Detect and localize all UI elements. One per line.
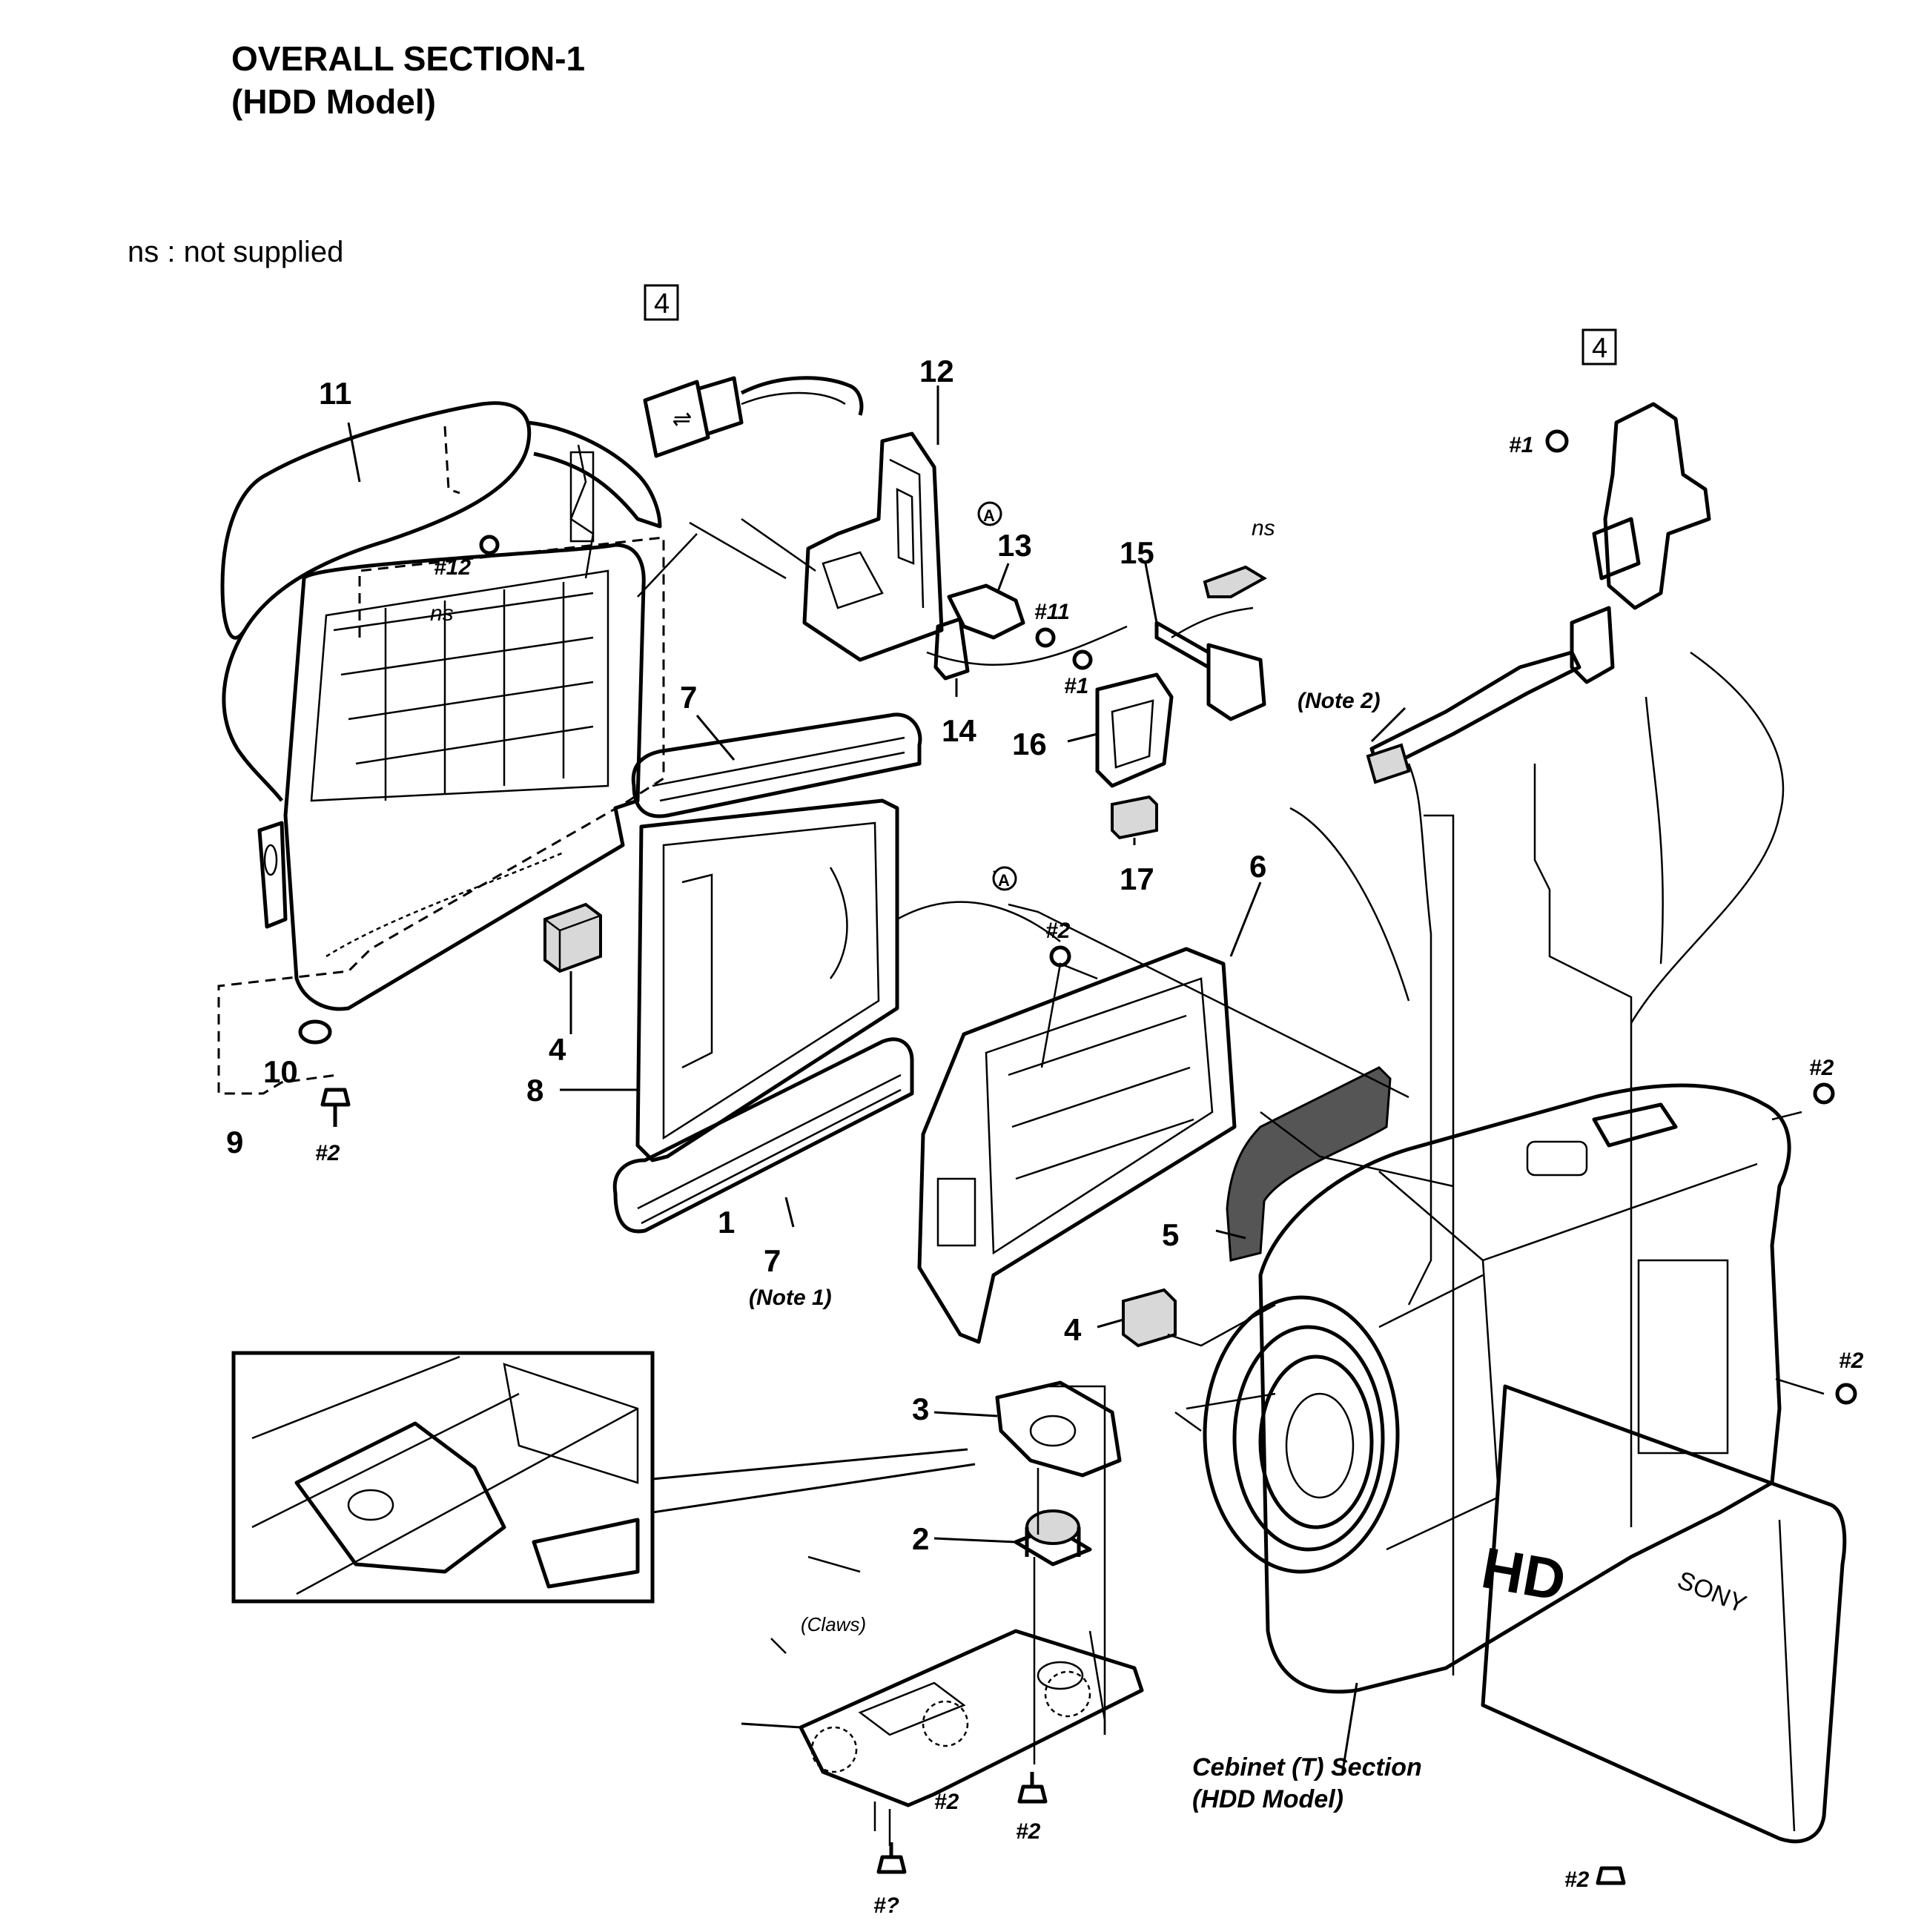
callout-3: 3 — [912, 1392, 929, 1426]
inset-leader-bottom — [652, 1463, 976, 1514]
screw-label-1-mid: #1 — [1064, 674, 1088, 698]
screw-2-inner — [1049, 945, 1071, 967]
screw-label-2-board: #2 — [1016, 1819, 1041, 1844]
screw-label-2-top-right: #2 — [1809, 1056, 1834, 1080]
screw-label-2-inner: #2 — [1045, 919, 1071, 943]
part-4-cushion-right — [1122, 1288, 1177, 1348]
part-6-inner-frame — [917, 947, 1237, 1344]
marker-a-2: A — [992, 866, 1017, 891]
part-17-cushion — [1111, 795, 1158, 840]
part-9-grip-frame — [257, 444, 646, 1011]
part-7-top-cover — [631, 712, 922, 818]
part-12-bracket — [802, 431, 944, 662]
screw-2-frame — [320, 1088, 351, 1127]
callout-16: 16 — [1012, 727, 1047, 761]
part-4-switch-assembly — [1366, 402, 1711, 784]
screw-1b-head — [1072, 649, 1093, 670]
callout-8: 8 — [526, 1073, 543, 1108]
callout-11: 11 — [319, 376, 351, 411]
screw-1a-head — [1545, 429, 1569, 453]
ref-box-4-right: 4 — [1581, 328, 1617, 365]
screw-11-head — [1035, 627, 1056, 648]
title-line-2: (HDD Model) — [231, 82, 436, 121]
inset-leader-top — [652, 1448, 968, 1481]
screw-12-head — [479, 535, 500, 555]
part-3-plate — [995, 1380, 1122, 1478]
note-1-label: (Note 1) — [749, 1286, 832, 1310]
callout-2: 2 — [912, 1521, 929, 1556]
callout-4-right: 4 — [1064, 1312, 1082, 1347]
claws-label: (Claws) — [801, 1613, 866, 1635]
part-ns-chip — [1203, 565, 1267, 598]
callout-1: 1 — [718, 1205, 735, 1240]
leader-lines — [347, 386, 1825, 1846]
cabinet-label-line-2: (HDD Model) — [1192, 1785, 1343, 1813]
screws — [320, 429, 1857, 1885]
callout-9: 9 — [226, 1125, 243, 1159]
part-1-board — [799, 1629, 1144, 1807]
callout-14: 14 — [942, 713, 976, 748]
callout-13: 13 — [997, 528, 1032, 563]
svg-text:4: 4 — [654, 288, 670, 320]
part-7-bottom-cover — [612, 1037, 914, 1234]
svg-text:4: 4 — [1592, 333, 1607, 364]
usb-icon: ⇌ — [671, 407, 691, 431]
title-line-1: OVERALL SECTION-1 — [231, 39, 586, 78]
callout-4-left: 4 — [549, 1032, 566, 1067]
screw-label-2-frame: #2 — [315, 1141, 340, 1165]
screw-label-2-right: #2 — [1839, 1349, 1864, 1373]
svg-text:A: A — [983, 506, 995, 525]
part-2-microphone — [1014, 1509, 1092, 1567]
screw-label-12: #12 — [434, 555, 471, 580]
svg-text:A: A — [998, 871, 1010, 890]
screw-2-board-low — [876, 1842, 907, 1874]
callout-7-top: 7 — [680, 680, 697, 715]
camera-lens — [1203, 1274, 1498, 1574]
inset-detail — [231, 1351, 655, 1604]
callout-5: 5 — [1162, 1217, 1179, 1252]
camera-body — [1258, 1083, 1791, 1694]
part-4-usb-cable: ⇌ — [643, 376, 864, 458]
screw-label-2-board-mid: #2 — [934, 1790, 959, 1814]
screw-label-2-board-low: #? — [873, 1893, 899, 1918]
callout-10: 10 — [263, 1054, 298, 1089]
callout-17: 17 — [1120, 861, 1154, 896]
part-9-dashed-boundary — [217, 536, 665, 1095]
part-10-washer — [298, 1019, 332, 1045]
screw-2-bottom-right — [1596, 1866, 1626, 1885]
part-8-lcd-frame — [635, 798, 899, 1162]
part-16-holder — [1095, 672, 1174, 788]
ref-box-4-top: 4 — [644, 284, 679, 321]
callout-6: 6 — [1249, 849, 1266, 884]
marker-a-1: A — [977, 501, 1002, 526]
cabinet-label-line-1: Cebinet (T) Section — [1192, 1753, 1422, 1782]
camera-brand-label: SONY — [1673, 1566, 1751, 1618]
camera-lcd-panel — [1481, 1384, 1847, 1844]
screw-label-1-top: #1 — [1509, 433, 1533, 457]
part-4-cushion-left — [543, 902, 602, 973]
part-14-clip — [933, 617, 970, 681]
screw-label-2-bottom-right: #2 — [1564, 1868, 1590, 1892]
note-2-label: (Note 2) — [1298, 689, 1381, 713]
screw-2-board — [1017, 1772, 1048, 1804]
callout-7-bottom: 7 — [764, 1243, 781, 1278]
part-15-shaft — [1154, 621, 1266, 721]
callout-15: 15 — [1120, 535, 1154, 570]
part-11-grip-belt — [220, 401, 662, 802]
part-13-plate — [947, 583, 1025, 640]
page-title: OVERALL SECTION-1 (HDD Model) — [231, 37, 585, 123]
ns-label-frame: ns — [430, 601, 454, 626]
legend-not-supplied: ns : not supplied — [128, 236, 344, 268]
screw-2-top-right — [1813, 1082, 1835, 1105]
callout-12: 12 — [919, 354, 954, 388]
camera-hd-label: HD — [1477, 1535, 1570, 1613]
screw-label-11: #11 — [1034, 600, 1070, 624]
screw-2-right — [1835, 1383, 1857, 1405]
part-5-flex-cable — [1226, 1066, 1392, 1262]
ns-label-chip: ns — [1252, 516, 1275, 540]
